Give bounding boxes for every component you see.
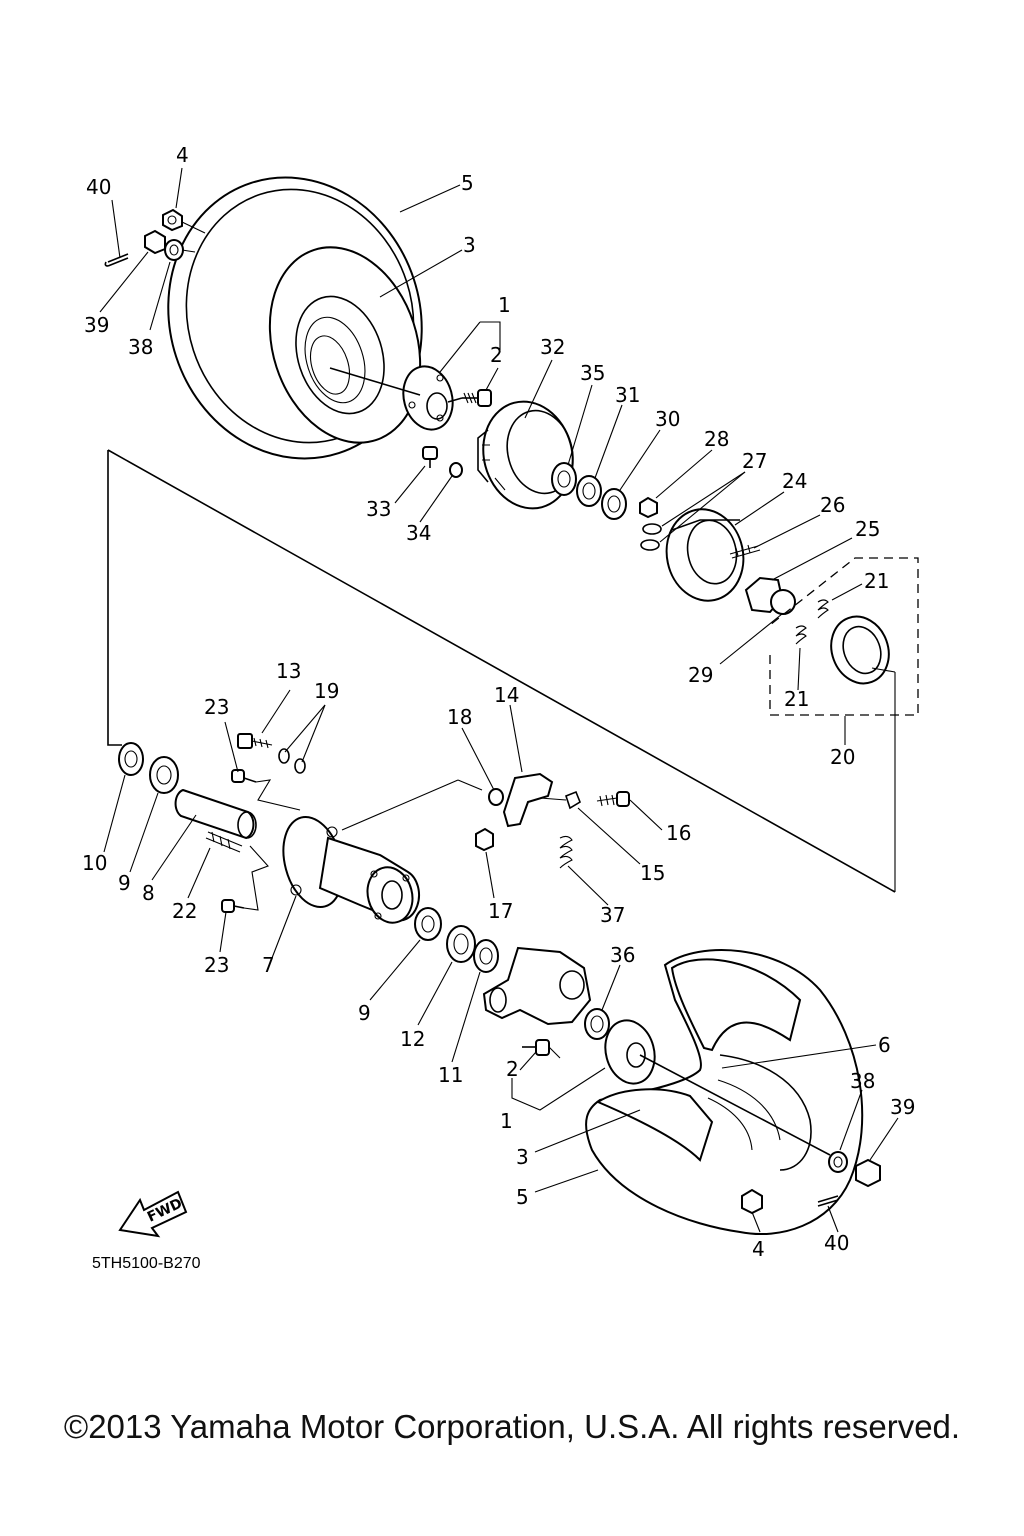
callout-2: 2 bbox=[490, 343, 503, 367]
callout-7: 7 bbox=[262, 953, 275, 977]
callout-5-lower: 5 bbox=[516, 1185, 529, 1209]
callout-23-lower: 23 bbox=[204, 953, 229, 977]
callout-37: 37 bbox=[600, 903, 625, 927]
callout-10: 10 bbox=[82, 851, 107, 875]
lower-tire bbox=[585, 949, 864, 1236]
callout-5: 5 bbox=[461, 171, 474, 195]
callout-9-left: 9 bbox=[118, 871, 131, 895]
callout-29: 29 bbox=[688, 663, 713, 687]
callout-2-lower: 2 bbox=[506, 1057, 519, 1081]
callout-13: 13 bbox=[276, 659, 301, 683]
lower-right-hardware bbox=[639, 1054, 881, 1215]
seal-bearing-spacer bbox=[118, 742, 257, 840]
bolt-33-washer-34 bbox=[422, 446, 463, 478]
callout-39: 39 bbox=[84, 313, 109, 337]
upper-bolt bbox=[462, 389, 492, 407]
callout-1: 1 bbox=[498, 293, 511, 317]
callout-38: 38 bbox=[128, 335, 153, 359]
seals-bearings-upper bbox=[551, 462, 627, 520]
copyright-notice: ©2013 Yamaha Motor Corporation, U.S.A. A… bbox=[63, 1408, 961, 1445]
callout-17: 17 bbox=[488, 899, 513, 923]
upper-left-hardware bbox=[104, 208, 206, 267]
brake-cam-parts bbox=[475, 772, 630, 869]
fwd-arrow: FWD bbox=[118, 1190, 188, 1238]
callout-20: 20 bbox=[830, 745, 855, 769]
callout-1-lower: 1 bbox=[500, 1109, 513, 1133]
callout-15: 15 bbox=[640, 861, 665, 885]
callout-25: 25 bbox=[855, 517, 880, 541]
callout-4-lower: 4 bbox=[752, 1237, 765, 1261]
callout-8: 8 bbox=[142, 881, 155, 905]
callout-35: 35 bbox=[580, 361, 605, 385]
drawing-code: 5TH5100-B270 bbox=[92, 1255, 201, 1272]
callout-16: 16 bbox=[666, 821, 691, 845]
callout-33: 33 bbox=[366, 497, 391, 521]
callout-21-upper: 21 bbox=[864, 569, 889, 593]
callout-32: 32 bbox=[540, 335, 565, 359]
callout-3: 3 bbox=[463, 233, 476, 257]
nut-28-clips-27 bbox=[639, 496, 662, 551]
steering-knuckle bbox=[282, 779, 483, 924]
seals-bearings-lower bbox=[414, 907, 499, 973]
callout-40-lower: 40 bbox=[824, 1231, 849, 1255]
assembly-guide-lines bbox=[107, 367, 896, 893]
callout-14: 14 bbox=[494, 683, 519, 707]
callout-31: 31 bbox=[615, 383, 640, 407]
leader-lines bbox=[99, 167, 899, 1233]
knuckle-bolts bbox=[205, 733, 306, 913]
callout-6: 6 bbox=[878, 1033, 891, 1057]
callout-34: 34 bbox=[406, 521, 431, 545]
callout-21-lower: 21 bbox=[784, 687, 809, 711]
callout-27: 27 bbox=[742, 449, 767, 473]
callout-18: 18 bbox=[447, 705, 472, 729]
callout-numbers: 40 4 5 3 39 38 1 2 32 35 31 30 28 27 24 … bbox=[82, 143, 915, 1261]
hub-25-bolt-26 bbox=[729, 544, 796, 615]
upper-tire bbox=[167, 176, 423, 460]
callout-11: 11 bbox=[438, 1063, 463, 1087]
callout-38-lower: 38 bbox=[850, 1069, 875, 1093]
callout-30: 30 bbox=[655, 407, 680, 431]
callout-9-right: 9 bbox=[358, 1001, 371, 1025]
callout-40: 40 bbox=[86, 175, 111, 199]
brake-panel bbox=[477, 400, 574, 510]
callout-39-lower: 39 bbox=[890, 1095, 915, 1119]
callout-12: 12 bbox=[400, 1027, 425, 1051]
callout-36: 36 bbox=[610, 943, 635, 967]
callout-23-upper: 23 bbox=[204, 695, 229, 719]
callout-22: 22 bbox=[172, 899, 197, 923]
callout-26: 26 bbox=[820, 493, 845, 517]
callout-24: 24 bbox=[782, 469, 807, 493]
callout-4: 4 bbox=[176, 143, 189, 167]
upper-hub bbox=[402, 365, 454, 431]
lower-hub bbox=[522, 1019, 656, 1085]
callout-19: 19 bbox=[314, 679, 339, 703]
callout-28: 28 bbox=[704, 427, 729, 451]
callout-3-lower: 3 bbox=[516, 1145, 529, 1169]
brake-shoe-group bbox=[769, 557, 919, 716]
final-gear-case bbox=[482, 946, 610, 1040]
